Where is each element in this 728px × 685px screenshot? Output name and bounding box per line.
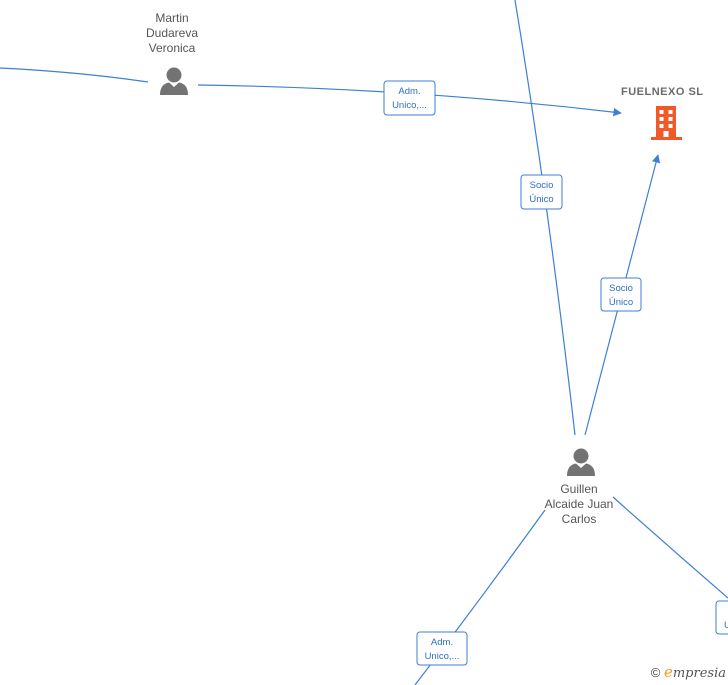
edge-label-line2: Único	[609, 297, 633, 308]
edge-label-line2: Único	[529, 194, 553, 205]
edge-label-line2: Unico,...	[425, 651, 460, 662]
node-label-fuelnexo[interactable]: FUELNEXO SL	[621, 86, 704, 98]
edge-label-socio-2[interactable]: Socio Único	[600, 277, 642, 312]
empresia-logo: © empresia	[651, 663, 726, 681]
brand-name: mpresia	[672, 666, 726, 681]
edge-label-adm-2[interactable]: Adm. Unico,...	[416, 631, 468, 666]
edge-label-line2: Unico,...	[392, 100, 427, 111]
edge-label-line1: U	[724, 620, 728, 631]
edge-guillen-to-right	[612, 496, 728, 599]
edge-label-line1: Socio	[609, 283, 633, 294]
person-icon[interactable]	[160, 67, 188, 96]
edge-label-line1: Adm.	[398, 86, 420, 97]
brand-initial: e	[663, 663, 673, 681]
building-icon[interactable]	[651, 106, 682, 140]
person-icon[interactable]	[567, 448, 595, 477]
node-label-martin[interactable]: Martin Dudareva Veronica	[145, 11, 199, 55]
edge-label-socio-1[interactable]: Socio Único	[520, 174, 563, 210]
edge-label-partial-right[interactable]: U	[715, 600, 728, 635]
copyright-symbol: ©	[650, 665, 661, 680]
node-label-guillen[interactable]: Guillen Alcaide Juan Carlos	[544, 482, 614, 526]
edge-label-line1: Adm.	[431, 637, 453, 648]
edge-label-line1: Socio	[530, 180, 554, 191]
edge-offscreen-to-martin	[0, 67, 149, 83]
edge-top-to-guillen	[514, 0, 576, 436]
edge-label-adm-1[interactable]: Adm. Unico,...	[383, 80, 436, 116]
